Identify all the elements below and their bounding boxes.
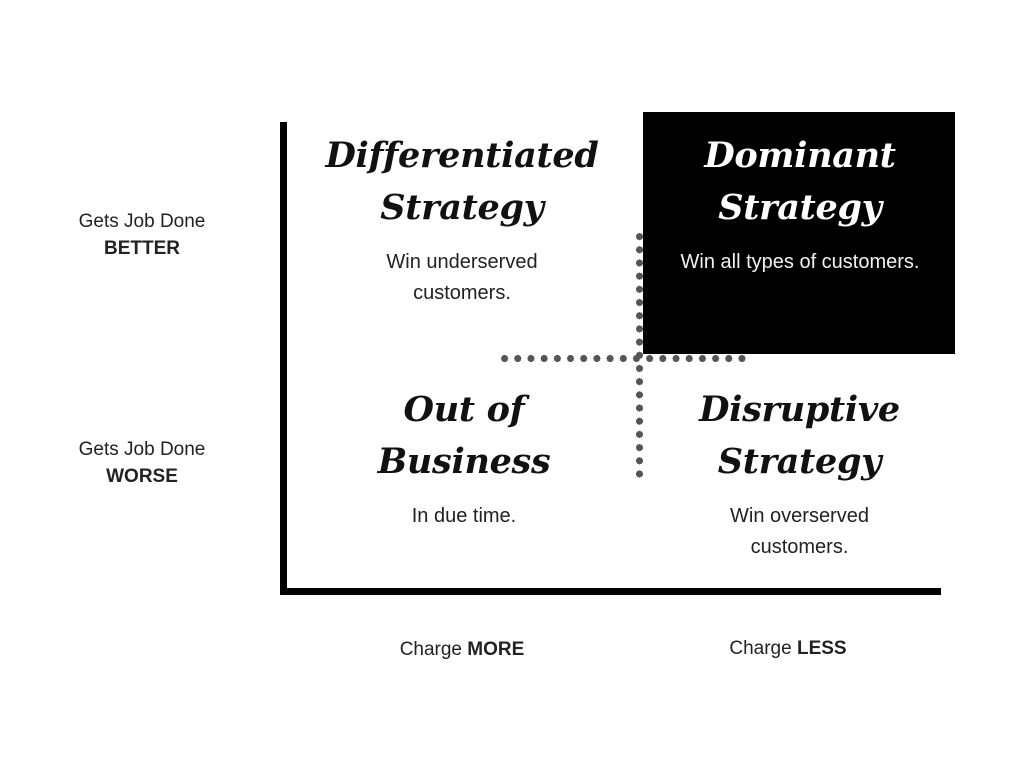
quadrant-out-of-business-subtitle: In due time. bbox=[411, 505, 517, 527]
x-axis-label-charge-more: Charge MORE bbox=[342, 637, 582, 663]
y-axis-line bbox=[280, 122, 287, 595]
y-axis-better-line1: Gets Job Done bbox=[78, 211, 206, 232]
quadrant-dominant-title: Dominant Strategy bbox=[704, 135, 896, 228]
quadrant-differentiated-subtitle: Win underserved customers. bbox=[386, 251, 538, 304]
x-axis-more-prefix: Charge bbox=[399, 639, 468, 660]
y-axis-better-line2: BETTER bbox=[104, 238, 180, 259]
quadrant-disruptive-strategy: Disruptive Strategy Win overserved custo… bbox=[672, 384, 927, 563]
quadrant-differentiated-title: Differentiated Strategy bbox=[325, 135, 599, 228]
horizontal-dotted-divider bbox=[498, 355, 748, 362]
vertical-dotted-divider bbox=[636, 230, 643, 480]
dominant-quadrant-highlight bbox=[643, 112, 955, 354]
quadrant-out-of-business-title: Out of Business bbox=[377, 389, 551, 482]
y-axis-worse-line2: WORSE bbox=[106, 466, 178, 487]
x-axis-less-emphasis: LESS bbox=[796, 638, 847, 659]
quadrant-dominant-subtitle: Win all types of customers. bbox=[680, 251, 920, 273]
x-axis-label-charge-less: Charge LESS bbox=[668, 636, 908, 662]
quadrant-dominant-strategy: Dominant Strategy Win all types of custo… bbox=[650, 130, 950, 278]
quadrant-disruptive-subtitle: Win overserved customers. bbox=[730, 505, 869, 558]
quadrant-differentiated-strategy: Differentiated Strategy Win underserved … bbox=[312, 130, 612, 309]
y-axis-worse-line1: Gets Job Done bbox=[78, 439, 206, 460]
quadrant-disruptive-title: Disruptive Strategy bbox=[699, 389, 900, 482]
y-axis-label-worse: Gets Job Done WORSE bbox=[18, 436, 266, 490]
x-axis-more-emphasis: MORE bbox=[467, 639, 525, 660]
x-axis-line bbox=[280, 588, 941, 595]
x-axis-less-prefix: Charge bbox=[729, 638, 797, 659]
quadrant-out-of-business: Out of Business In due time. bbox=[330, 384, 598, 532]
y-axis-label-better: Gets Job Done BETTER bbox=[18, 208, 266, 262]
